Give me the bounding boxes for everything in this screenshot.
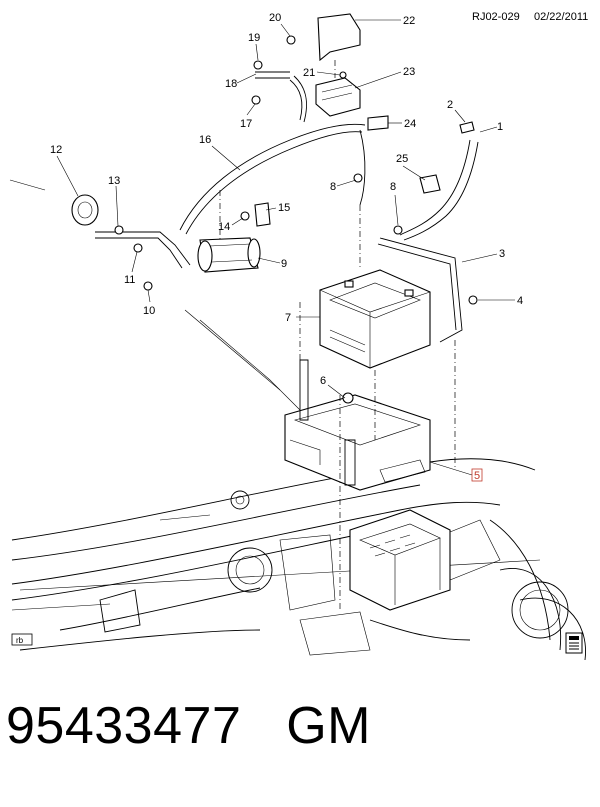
fasteners xyxy=(114,35,478,404)
callout-5: 5 xyxy=(474,470,480,482)
callout-20: 20 xyxy=(269,12,281,24)
callout-8b: 8 xyxy=(390,181,396,193)
alignment-lines xyxy=(219,60,456,610)
callout-11: 11 xyxy=(124,274,135,286)
callout-4: 4 xyxy=(517,295,523,307)
callout-7: 7 xyxy=(285,312,291,324)
rb-badge: rb xyxy=(11,633,33,646)
part-number-footer: 95433477 GM xyxy=(6,700,371,752)
callout-leaders xyxy=(56,19,515,476)
part-number: 95433477 xyxy=(6,697,242,755)
battery-tray xyxy=(284,359,431,491)
document-icon xyxy=(565,632,583,654)
diagram-date: 02/22/2011 xyxy=(534,11,588,23)
diagram-reference: RJ02-029 xyxy=(472,11,520,23)
callout-labels: 1 2 3 4 5 6 7 8 8 9 10 11 12 13 14 15 16… xyxy=(50,12,523,482)
callout-6: 6 xyxy=(320,375,326,387)
callout-23: 23 xyxy=(403,66,415,78)
underhood-fuse-block xyxy=(349,509,451,611)
callout-13: 13 xyxy=(108,175,120,187)
callout-25: 25 xyxy=(396,153,408,165)
callout-18: 18 xyxy=(225,78,237,90)
callout-17: 17 xyxy=(240,118,252,130)
callout-22: 22 xyxy=(403,15,415,27)
callout-14: 14 xyxy=(218,221,230,233)
wiring-harness xyxy=(95,71,479,343)
callout-24: 24 xyxy=(404,118,416,130)
callout-12: 12 xyxy=(50,144,62,156)
grommet xyxy=(71,194,99,226)
starter-motor xyxy=(197,237,261,273)
fuse-bracket xyxy=(315,13,441,194)
callout-3: 3 xyxy=(499,248,505,260)
rb-badge-label: rb xyxy=(16,636,24,645)
callout-5-box xyxy=(471,468,483,482)
brand-name: GM xyxy=(286,697,371,755)
callout-8a: 8 xyxy=(330,181,336,193)
callout-10: 10 xyxy=(143,305,155,317)
callout-15: 15 xyxy=(278,202,290,214)
battery xyxy=(319,269,431,369)
vehicle-body-outline xyxy=(9,179,586,661)
callout-16: 16 xyxy=(199,134,211,146)
exploded-parts-diagram: RJ02-029 02/22/2011 xyxy=(9,11,588,661)
callout-1: 1 xyxy=(497,121,503,133)
callout-19: 19 xyxy=(248,32,260,44)
callout-21: 21 xyxy=(303,67,315,79)
callout-9: 9 xyxy=(281,258,287,270)
callout-2: 2 xyxy=(447,99,453,111)
